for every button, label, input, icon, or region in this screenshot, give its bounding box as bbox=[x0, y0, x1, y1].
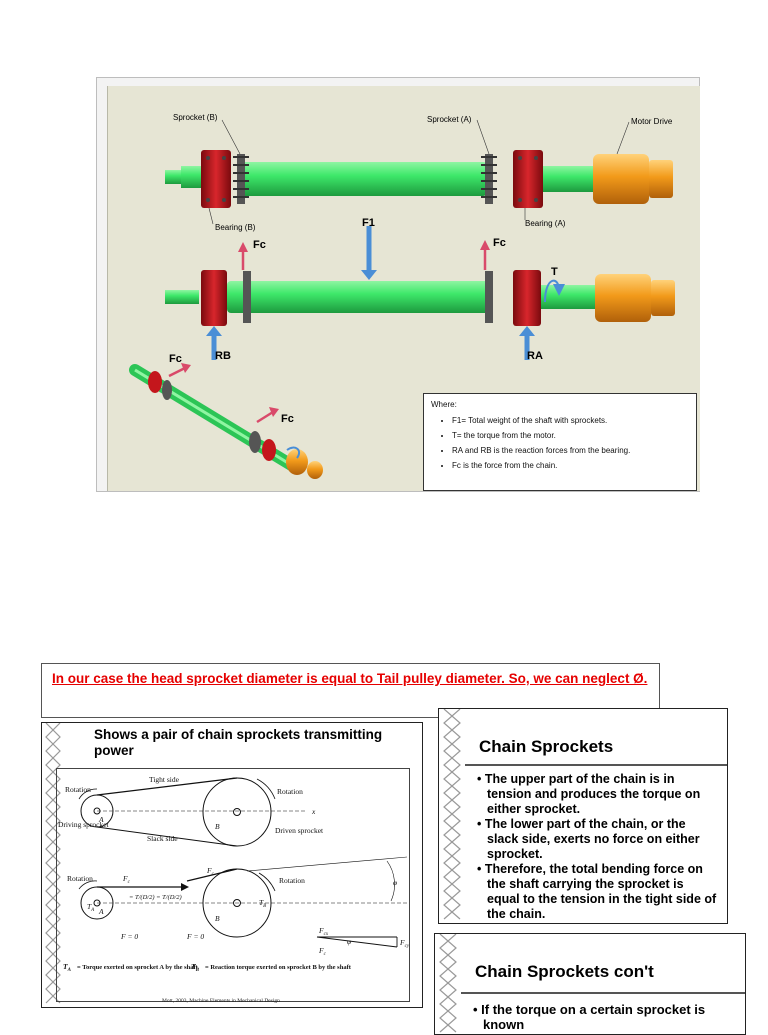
label-f-zero-left: F = 0 bbox=[120, 932, 138, 941]
label-sprocket-b: Sprocket (B) bbox=[173, 113, 218, 122]
figure2-credit: Mott, 2003, Machine Elements in Mechanic… bbox=[162, 998, 280, 1004]
slide2-title: Chain Sprockets con't bbox=[475, 962, 654, 981]
formula-chain-force: = T/(D/2) = T/(D/2) bbox=[129, 894, 182, 901]
slide-chain-sprockets: Chain Sprockets • The upper part of the … bbox=[438, 708, 728, 924]
label-fc-iso-right: Fc bbox=[281, 413, 294, 425]
where-item: F1= Total weight of the shaft with sproc… bbox=[452, 416, 630, 426]
label-ta-lower: TA bbox=[87, 902, 95, 913]
where-list: F1= Total weight of the shaft with sproc… bbox=[436, 416, 630, 476]
chain-drive-diagram: Rotation Rotation Tight side Slack side … bbox=[58, 775, 410, 973]
slide2-bullets: • If the torque on a certain sprocket is… bbox=[473, 1002, 723, 1032]
slide1-bullet: • The lower part of the chain, or the sl… bbox=[477, 817, 700, 861]
label-sprocket-a: Sprocket (A) bbox=[427, 115, 472, 124]
caption-tb-symbol: TB bbox=[191, 962, 200, 973]
label-rotation-lower-right: Rotation bbox=[279, 876, 305, 885]
where-legend-box: Where: F1= Total weight of the shaft wit… bbox=[423, 393, 697, 491]
slide1-rule bbox=[465, 764, 727, 766]
figure2-heading: Shows a pair of chain sprockets transmit… bbox=[94, 727, 383, 758]
label-fcy: Fcy bbox=[399, 938, 409, 949]
label-fc-iso-left: Fc bbox=[169, 353, 182, 365]
chain-strip-decoration bbox=[439, 709, 465, 923]
isometric-shaft bbox=[129, 364, 323, 479]
slide2-rule bbox=[461, 992, 745, 994]
top-shaft-assembly bbox=[165, 150, 673, 208]
slide1-title: Chain Sprockets bbox=[479, 737, 614, 756]
label-x: x bbox=[311, 807, 316, 816]
figure2-drawing-frame: Rotation Rotation Tight side Slack side … bbox=[56, 768, 410, 1002]
chain-strip-decoration bbox=[42, 723, 64, 1007]
caption-ta: = Torque exerted on sprocket A by the sh… bbox=[77, 964, 199, 971]
label-rb: RB bbox=[215, 350, 231, 362]
label-f-zero-right: F = 0 bbox=[186, 932, 204, 941]
note-text: In our case the head sprocket diameter i… bbox=[52, 671, 648, 686]
label-phi-triangle: φ bbox=[347, 937, 351, 946]
caption-ta-symbol: TA bbox=[63, 962, 72, 973]
label-bearing-b: Bearing (B) bbox=[215, 223, 256, 232]
label-fc-left: Fc bbox=[253, 239, 266, 251]
label-rotation-upper-left: Rotation bbox=[65, 785, 91, 794]
where-item: T= the torque from the motor. bbox=[452, 431, 630, 441]
label-b-lower: B bbox=[215, 914, 220, 923]
label-fc-triangle: Fc bbox=[318, 946, 327, 957]
where-item: Fc is the force from the chain. bbox=[452, 461, 630, 471]
where-item: RA and RB is the reaction forces from th… bbox=[452, 446, 630, 456]
slide1-bullet: • Therefore, the total bending force on … bbox=[477, 862, 717, 921]
chain-strip-decoration bbox=[435, 934, 461, 1034]
caption-tb: = Reaction torque exerted on sprocket B … bbox=[205, 964, 352, 971]
where-title: Where: bbox=[431, 400, 457, 409]
label-motor-drive: Motor Drive bbox=[631, 117, 673, 126]
label-fc-right: Fc bbox=[206, 866, 215, 877]
label-b-upper: B bbox=[215, 822, 220, 831]
label-f1: F1 bbox=[362, 217, 375, 229]
label-driving-sprocket: Driving sprocket bbox=[58, 820, 110, 829]
label-a-upper: A bbox=[98, 815, 104, 824]
label-slack-side: Slack side bbox=[147, 834, 178, 843]
slide1-bullets: • The upper part of the chain is in tens… bbox=[477, 772, 719, 922]
shaft-assembly-figure: Sprocket (B) Sprocket (A) Motor Drive Be… bbox=[96, 77, 700, 492]
label-torque: T bbox=[551, 266, 558, 278]
label-rotation-upper-right: Rotation bbox=[277, 787, 303, 796]
label-ra: RA bbox=[527, 350, 543, 362]
label-driven-sprocket: Driven sprocket bbox=[275, 826, 324, 835]
label-fc-right: Fc bbox=[493, 237, 506, 249]
label-a-lower: A bbox=[98, 907, 104, 916]
label-phi: φ bbox=[393, 878, 397, 887]
slide1-bullet: • The upper part of the chain is in tens… bbox=[477, 772, 701, 816]
slide-chain-sprockets-cont: Chain Sprockets con't • If the torque on… bbox=[434, 933, 746, 1035]
label-tb-lower: TB bbox=[259, 898, 266, 909]
label-bearing-a: Bearing (A) bbox=[525, 219, 566, 228]
label-fc-left: Fc bbox=[122, 874, 131, 885]
label-rotation-lower-left: Rotation bbox=[67, 874, 93, 883]
shaft-drawing: Sprocket (B) Sprocket (A) Motor Drive Be… bbox=[129, 113, 675, 479]
label-tight-side: Tight side bbox=[149, 775, 180, 784]
label-fcx: Fcx bbox=[318, 926, 329, 937]
slide2-bullet: • If the torque on a certain sprocket is… bbox=[473, 1002, 706, 1032]
fbd-shaft-assembly bbox=[165, 270, 675, 326]
chain-sprocket-figure: Shows a pair of chain sprockets transmit… bbox=[41, 722, 423, 1008]
